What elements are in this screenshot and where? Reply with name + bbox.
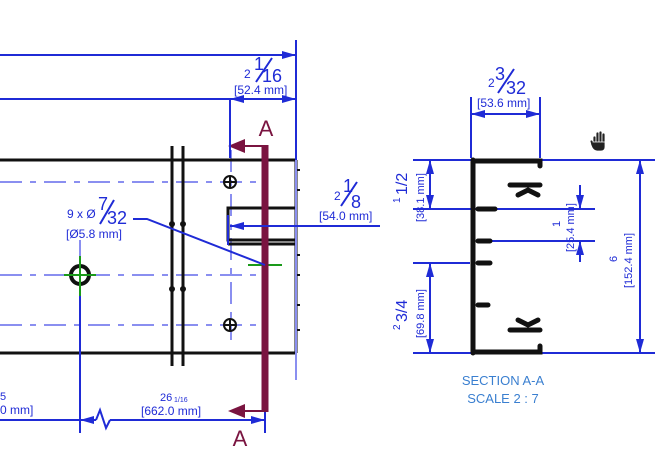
dim-bottom-left[interactable]: 5 0 mm] xyxy=(0,391,33,417)
dimension-lines[interactable] xyxy=(0,40,380,433)
svg-text:8: 8 xyxy=(351,192,361,212)
svg-text:1: 1 xyxy=(254,54,264,74)
section-arrows xyxy=(426,110,644,353)
center-hole[interactable] xyxy=(64,256,96,296)
svg-text:2: 2 xyxy=(488,76,495,90)
dim-bottom-length[interactable]: 26 1/16 [662.0 mm] xyxy=(141,392,201,418)
break-marks xyxy=(169,221,186,292)
section-scale: SCALE 2 : 7 xyxy=(467,391,539,406)
svg-text:32: 32 xyxy=(506,78,526,98)
section-mark-bottom: A xyxy=(233,426,248,451)
section-extension-lines xyxy=(413,97,655,354)
svg-text:7: 7 xyxy=(98,194,108,214)
svg-text:1: 1 xyxy=(392,197,403,203)
svg-text:[38.1 mm]: [38.1 mm] xyxy=(415,173,427,222)
hand-pan-icon xyxy=(589,130,606,152)
centerlines xyxy=(0,150,258,340)
svg-text:9 x Ø: 9 x Ø xyxy=(67,207,96,221)
dim-top-width[interactable]: 2 1 16 [52.4 mm] xyxy=(234,54,287,97)
svg-text:2: 2 xyxy=(244,67,251,81)
svg-text:[53.6 mm]: [53.6 mm] xyxy=(477,96,530,110)
svg-text:0 mm]: 0 mm] xyxy=(0,403,33,417)
svg-text:1/2: 1/2 xyxy=(394,173,411,195)
svg-text:[152.4 mm]: [152.4 mm] xyxy=(623,233,635,288)
dim-hole-callout[interactable]: 9 x Ø 7 32 [Ø5.8 mm] xyxy=(66,194,127,241)
dim-right-offset[interactable]: 2 1 8 [54.0 mm] xyxy=(319,176,372,223)
dim-section-inner[interactable]: 1 [25.4 mm] xyxy=(551,203,577,252)
dim-section-left-bottom[interactable]: 3/4 2 [69.8 mm] xyxy=(392,289,427,338)
svg-text:[54.0 mm]: [54.0 mm] xyxy=(319,209,372,223)
svg-text:[52.4 mm]: [52.4 mm] xyxy=(234,83,287,97)
dim-section-top[interactable]: 2 3 32 [53.6 mm] xyxy=(477,64,530,110)
dimension-arrows xyxy=(80,51,296,424)
dim-section-left-top[interactable]: 1/2 1 [38.1 mm] xyxy=(392,173,427,222)
svg-text:1: 1 xyxy=(551,221,563,227)
hole-markers[interactable] xyxy=(223,175,237,332)
svg-text:[Ø5.8 mm]: [Ø5.8 mm] xyxy=(66,227,122,241)
svg-text:16: 16 xyxy=(262,66,282,86)
section-cut-line[interactable] xyxy=(228,139,269,418)
svg-text:[662.0 mm]: [662.0 mm] xyxy=(141,404,201,418)
svg-text:6: 6 xyxy=(608,256,620,262)
svg-text:[25.4 mm]: [25.4 mm] xyxy=(565,203,577,252)
svg-text:1/16: 1/16 xyxy=(174,397,188,404)
svg-text:5: 5 xyxy=(0,391,6,403)
svg-text:3: 3 xyxy=(495,64,505,84)
svg-text:3/4: 3/4 xyxy=(394,300,411,322)
svg-text:32: 32 xyxy=(107,208,127,228)
svg-text:1: 1 xyxy=(343,176,353,196)
svg-text:2: 2 xyxy=(334,189,341,203)
section-profile[interactable] xyxy=(470,157,543,356)
svg-text:[69.8 mm]: [69.8 mm] xyxy=(415,289,427,338)
svg-text:26: 26 xyxy=(160,392,172,404)
section-title: SECTION A-A xyxy=(462,373,545,388)
svg-text:2: 2 xyxy=(392,324,403,330)
dim-section-height[interactable]: 6 [152.4 mm] xyxy=(608,233,635,288)
section-mark-top: A xyxy=(259,116,274,141)
profile-elevation[interactable] xyxy=(0,146,298,366)
